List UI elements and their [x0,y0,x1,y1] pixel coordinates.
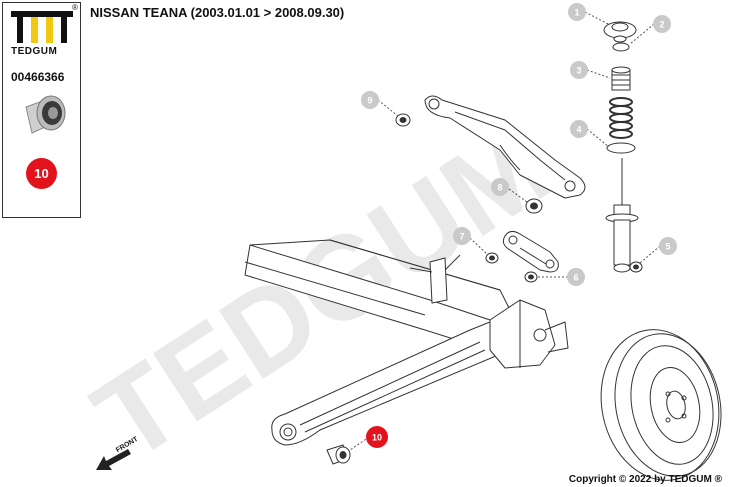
callout-2: 2 [653,15,671,33]
position-badge: 10 [26,158,57,189]
callout-10: 10 [366,426,388,448]
stabilizer-link [409,254,461,304]
part-number: 00466366 [11,70,65,84]
washer [612,42,630,52]
upper-control-arm [424,95,586,199]
svg-text:5: 5 [665,242,670,252]
svg-text:9: 9 [367,96,372,106]
bushing-9 [395,113,411,127]
svg-text:7: 7 [459,232,464,242]
spring-seat [606,142,636,154]
callout-8: 8 [491,178,509,196]
bushing-8 [525,198,543,214]
page-title: NISSAN TEANA (2003.01.01 > 2008.09.30) [90,5,345,20]
trailing-arm [271,317,511,446]
bushing-5 [629,261,643,273]
svg-text:6: 6 [573,273,578,283]
callout-7: 7 [453,227,471,245]
svg-text:3: 3 [576,66,581,76]
part-info-panel: ® TEDGUM 00466366 10 [2,2,81,218]
front-arrow-icon [96,449,131,470]
svg-text:8: 8 [497,183,502,193]
svg-text:2: 2 [659,20,664,30]
bump-stop [611,66,631,91]
brand-name: TEDGUM [11,46,58,57]
copyright-text: Copyright © 2022 by TEDGUM ® [568,474,722,485]
callout-3: 3 [570,61,588,79]
hub-knuckle [489,299,569,369]
leader-lines [349,11,661,451]
lateral-link [502,230,559,273]
svg-text:1: 1 [574,8,579,18]
coil-spring [609,97,633,139]
svg-text:10: 10 [372,433,382,443]
wheel-assembly [600,329,722,481]
shock-absorber [605,158,639,273]
callout-9: 9 [361,91,379,109]
bushing-7 [485,252,499,264]
bushing-thumbnail-icon [25,95,66,134]
bushing-6 [524,271,538,283]
svg-text:4: 4 [576,125,581,135]
callout-5: 5 [659,237,677,255]
tedgum-logo-icon [11,11,73,43]
callout-6: 6 [567,268,585,286]
registered-mark: ® [72,3,78,12]
bushing-10 [326,444,351,465]
callout-4: 4 [570,120,588,138]
strut-mount [603,21,637,43]
callout-1: 1 [568,3,586,21]
